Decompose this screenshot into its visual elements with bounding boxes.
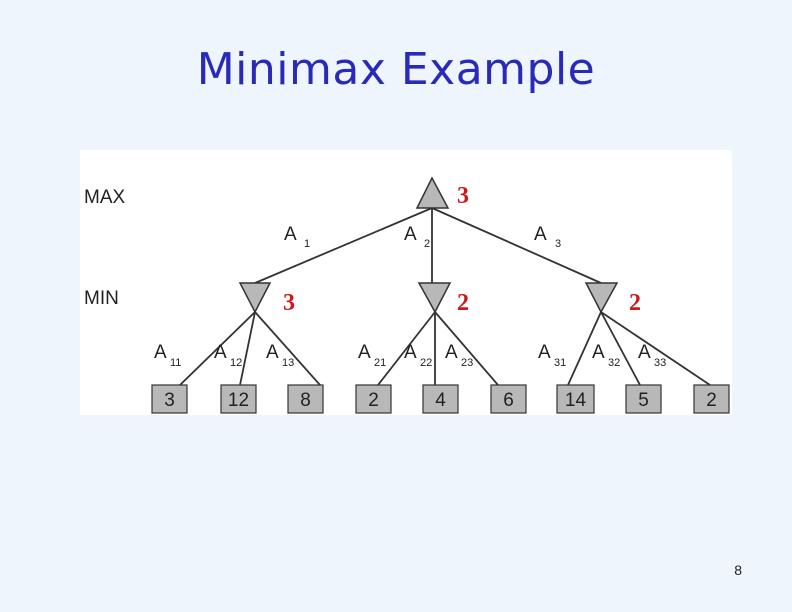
leaf-4: 2 [355,384,392,414]
leaf-6: 6 [490,384,527,414]
edge-a13 [254,311,321,386]
svg-text:12: 12 [230,357,242,369]
svg-text:21: 21 [374,357,386,369]
svg-text:A: A [284,224,297,245]
svg-text:1: 1 [304,238,310,250]
svg-text:A: A [538,342,551,363]
svg-text:2: 2 [424,238,430,250]
leaf-8: 5 [625,384,662,414]
action-label-a22: A 22 [404,342,432,369]
svg-text:6: 6 [503,390,514,411]
edge-a23 [434,311,499,386]
svg-text:A: A [534,224,547,245]
min-node-2-value: 2 [457,290,469,316]
max-node [415,176,450,209]
slide-title: Minimax Example [196,44,596,95]
min-node-3-value: 2 [629,290,641,316]
action-label-a23: A 23 [445,342,473,369]
svg-text:A: A [638,342,651,363]
svg-text:12: 12 [228,390,249,411]
action-label-a32: A 32 [592,342,620,369]
svg-text:4: 4 [435,390,446,411]
edge-a11 [179,311,256,386]
svg-text:A: A [358,342,371,363]
min-level-label: MIN [84,288,119,309]
leaf-3: 8 [287,384,324,414]
action-label-a1: A 1 [284,224,310,250]
min-node-1-value: 3 [283,290,295,316]
svg-text:33: 33 [654,357,666,369]
action-label-a2: A 2 [404,224,430,250]
action-label-a13: A 13 [266,342,294,369]
leaf-9: 2 [693,384,730,414]
max-node-value: 3 [457,183,469,209]
svg-text:2: 2 [706,390,717,411]
leaf-7: 14 [556,384,595,414]
svg-text:A: A [404,224,417,245]
edge-a31 [567,311,602,386]
action-label-a12: A 12 [214,342,242,369]
edge-a12 [239,311,256,386]
svg-text:14: 14 [565,390,587,411]
svg-text:A: A [445,342,458,363]
action-label-a33: A 33 [638,342,666,369]
svg-text:13: 13 [282,357,294,369]
leaf-1: 3 [151,384,188,414]
edge-a1 [254,207,433,284]
edge-a3 [431,207,602,284]
svg-text:3: 3 [164,390,175,411]
game-tree-diagram: MAX MIN 3 3 2 2 A 1 A 2 [80,150,732,415]
svg-text:A: A [404,342,417,363]
svg-text:31: 31 [554,357,566,369]
svg-text:A: A [592,342,605,363]
svg-text:23: 23 [461,357,473,369]
leaf-2: 12 [220,384,257,414]
svg-text:5: 5 [638,390,649,411]
svg-text:A: A [266,342,279,363]
action-label-a11: A 11 [154,342,181,369]
edge-a21 [377,311,436,386]
action-label-a3: A 3 [534,224,561,250]
leaf-5: 4 [422,384,459,414]
max-level-label: MAX [84,187,126,208]
edge-a32 [600,311,641,386]
min-node-2 [417,282,452,314]
svg-text:A: A [154,342,167,363]
min-node-1 [238,282,272,314]
min-node-3 [584,282,619,314]
svg-text:2: 2 [368,390,379,411]
edge-a33 [600,311,711,386]
svg-text:8: 8 [300,390,311,411]
svg-text:A: A [214,342,227,363]
action-label-a21: A 21 [358,342,386,369]
page-number: 8 [734,562,742,578]
svg-text:22: 22 [420,357,432,369]
svg-text:32: 32 [608,357,620,369]
action-label-a31: A 31 [538,342,566,369]
svg-text:3: 3 [555,238,561,250]
svg-text:11: 11 [170,357,181,369]
